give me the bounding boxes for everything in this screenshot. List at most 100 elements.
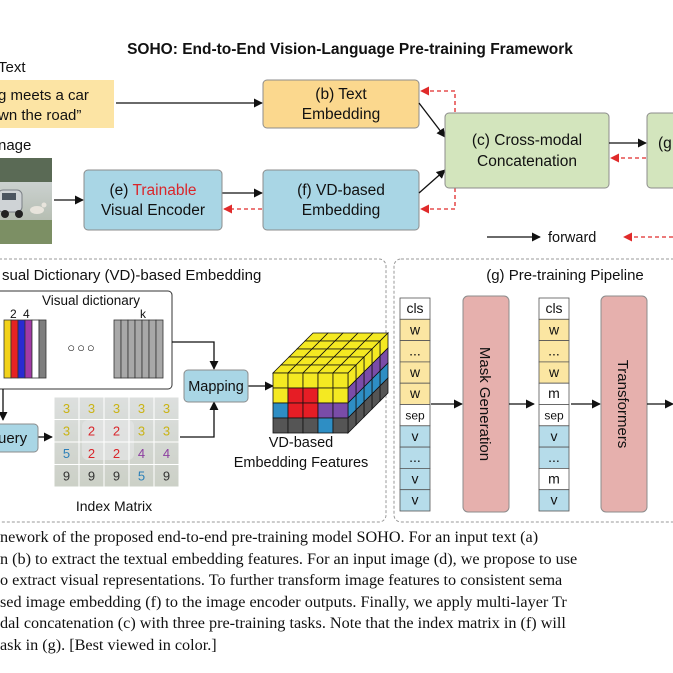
token-label: v	[551, 492, 558, 508]
dict-index-2: 2	[10, 307, 17, 321]
backward-arrow-cross-to-text	[420, 86, 456, 112]
cross-modal-box	[444, 112, 610, 189]
matrix-cell: 3	[163, 424, 170, 439]
image-input-label: nage	[0, 137, 31, 154]
dict-bar	[10, 319, 19, 379]
figure-title: SOHO: End-to-End Vision-Language Pre-tra…	[127, 41, 573, 58]
caption-line-3: o extract visual representations. To fur…	[0, 571, 563, 590]
cube-cell	[317, 402, 334, 419]
dict-bar	[148, 319, 157, 379]
figure-caption: nework of the proposed end-to-end pre-tr…	[0, 527, 673, 657]
dict-bar	[155, 319, 164, 379]
matrix-cell: 3	[88, 401, 95, 416]
dict-bar	[127, 319, 136, 379]
caption-line-6: ask in (g). [Best viewed in color.]	[0, 635, 217, 654]
dict-bar	[3, 319, 12, 379]
matrix-cell: 9	[88, 469, 95, 484]
index-matrix-label: Index Matrix	[76, 498, 152, 514]
token-label: cls	[406, 300, 423, 316]
visual-dictionary-frame	[0, 290, 173, 390]
cube-cell	[272, 402, 289, 419]
vd-embedding-line1: (f) VD-based	[297, 182, 385, 199]
dict-bar	[120, 319, 129, 379]
dictionary-ellipsis: ○○○	[67, 340, 97, 355]
text-input-box	[0, 80, 114, 128]
features-label-line1: VD-based	[269, 435, 333, 451]
caption-line-4: sed image embedding (f) to the image enc…	[0, 592, 567, 611]
matrix-cell: 5	[63, 446, 70, 461]
arrow-dict-to-mapping	[172, 341, 219, 370]
visual-encoder-line1: (e) Trainable	[109, 182, 196, 199]
text-embedding-line1: (b) Text	[315, 86, 367, 103]
cross-modal-line1: (c) Cross-modal	[472, 132, 582, 149]
token-cell	[399, 489, 431, 512]
token-label: w	[409, 385, 421, 401]
matrix-cell: 9	[163, 469, 170, 484]
cube-cell	[317, 372, 334, 389]
visual-encoder-box	[83, 169, 223, 231]
matrix-cell: 4	[163, 446, 170, 461]
visual-dictionary-bars	[3, 319, 164, 379]
matrix-cell: 3	[113, 401, 120, 416]
matrix-cell: 3	[138, 424, 145, 439]
dict-bar	[141, 319, 150, 379]
dict-index-4: 4	[23, 307, 30, 321]
cube-cell	[317, 387, 334, 404]
pipeline-box-fragment	[646, 112, 673, 189]
caption-line-2: n (b) to extract the textual embedding f…	[0, 549, 578, 568]
matrix-cell: 2	[113, 424, 120, 439]
arrow-matrix-to-mapping	[180, 401, 219, 438]
visual-dictionary-label: Visual dictionary	[42, 293, 140, 308]
matrix-cell: 2	[88, 424, 95, 439]
query-label: uery	[0, 430, 28, 447]
legend-forward-label: forward	[548, 230, 596, 246]
matrix-cell: 2	[113, 446, 120, 461]
token-label: ...	[548, 449, 560, 465]
trainable-highlight: Trainable	[132, 182, 196, 199]
token-label: w	[548, 364, 560, 380]
token-label: sep	[405, 409, 425, 423]
matrix-cell: 3	[63, 401, 70, 416]
vd-embedding-features-cube	[272, 332, 389, 434]
text-embedding-line2: Embedding	[302, 106, 380, 123]
matrix-cell: 5	[138, 469, 145, 484]
features-label-line2: Embedding Features	[234, 455, 369, 471]
input-image-photo	[0, 158, 52, 244]
dict-bar	[134, 319, 143, 379]
token-label: m	[548, 385, 560, 401]
dict-bar	[31, 319, 40, 379]
token-label: w	[409, 364, 421, 380]
token-label: ...	[409, 343, 421, 359]
transformers-label: Transformers	[614, 360, 631, 449]
query-box	[0, 423, 39, 453]
text-input-line2: wn the road”	[0, 107, 81, 124]
cube-cell	[302, 387, 319, 404]
mapping-label: Mapping	[188, 379, 244, 395]
vd-embedding-box	[262, 169, 420, 231]
cube-cell	[332, 372, 349, 389]
dict-bar	[17, 319, 26, 379]
token-label: cls	[545, 300, 562, 316]
text-input-line1: g meets a car	[0, 87, 89, 104]
token-label: ...	[548, 343, 560, 359]
pipeline-box-fragment-label: (g	[658, 135, 672, 152]
cube-cell	[272, 387, 289, 404]
pipeline-panel-frame	[393, 258, 673, 523]
cube-cell	[332, 402, 349, 419]
matrix-cell: 9	[63, 469, 70, 484]
matrix-cell: 3	[163, 401, 170, 416]
text-input-label: Text	[0, 59, 26, 76]
cube-cell	[272, 372, 289, 389]
vd-embedding-line2: Embedding	[302, 202, 380, 219]
arrow-vd-to-cross	[418, 169, 446, 194]
token-label: v	[412, 470, 419, 486]
matrix-cell: 3	[63, 424, 70, 439]
cube-cell	[287, 372, 304, 389]
dict-bar	[24, 319, 33, 379]
token-cell	[538, 489, 570, 512]
arrow-text-embedding-to-cross	[418, 102, 446, 138]
